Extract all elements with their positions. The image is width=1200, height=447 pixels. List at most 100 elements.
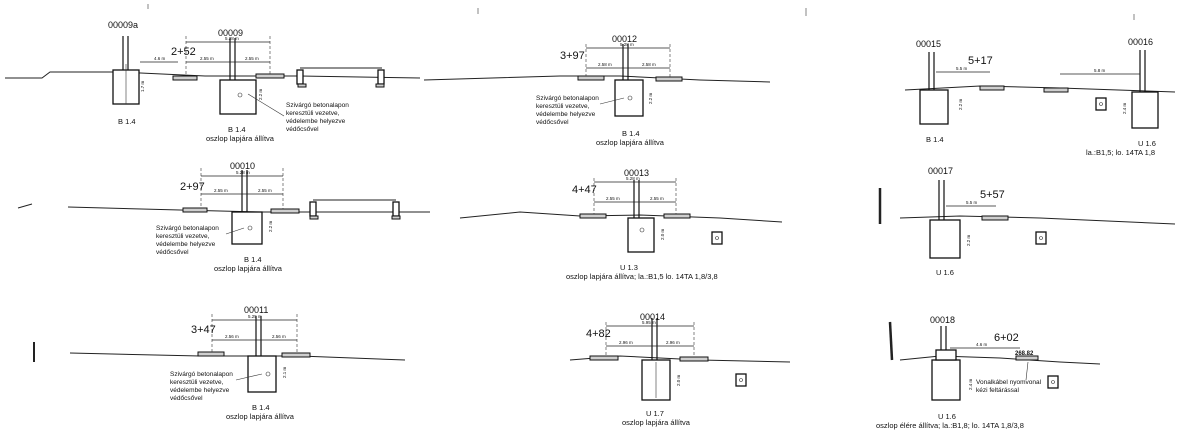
note-00009-3: védelembe helyezve: [286, 118, 346, 125]
note-00010-2: keresztüli vezetve,: [156, 233, 210, 240]
label-id-00015: 00015: [916, 39, 941, 49]
caption-00014: oszlop lapjára állítva: [622, 418, 691, 427]
chainage-00015: 5+17: [968, 55, 993, 67]
type-00009: B 1.4: [228, 125, 246, 134]
depth-00017: 2.2 m: [966, 234, 971, 246]
type-00012: B 1.4: [622, 129, 640, 138]
chainage-00017: 5+57: [980, 189, 1005, 201]
dim-top-00013: 5.28 m: [626, 176, 640, 181]
note-00012-1: Szivárgó betonalapon: [536, 95, 599, 102]
dim-left-00015: 5.5 m: [956, 66, 968, 71]
dim-right-00012: 2.58 m: [642, 62, 656, 67]
dim-right-00009: 2.55 m: [245, 56, 259, 61]
depth-00013: 2.0 m: [660, 228, 665, 240]
depth-00012: 2.2 m: [648, 92, 653, 104]
type-00010: B 1.4: [244, 255, 262, 264]
dim-top-00010: 5.28 m: [236, 170, 250, 175]
type-00016: U 1.6: [1138, 139, 1156, 148]
section-00009: 4.6 m 1.7 m 00009a B 1.4 5.28 m 2.55 m 2…: [5, 20, 421, 143]
label-id-00017: 00017: [928, 166, 953, 176]
caption-00013: oszlop lapjára állítva; la.:B1,5 lo. 14T…: [566, 272, 718, 281]
section-00017: 5.5 m 2.2 m 00017 5+57 U 1.6: [899, 166, 1176, 277]
depth-00016: 2.4 m: [1122, 102, 1127, 114]
type-00018: U 1.6: [938, 412, 956, 421]
note-00011-1: Szivárgó betonalapon: [170, 371, 233, 378]
note-00011-2: keresztüli vezetve,: [170, 379, 224, 386]
type-00011: B 1.4: [252, 403, 270, 412]
dim-left-00012: 2.58 m: [598, 62, 612, 67]
note-00018-1: Vonalkábel nyomvonal: [976, 379, 1042, 386]
note-00009-2: keresztüli vezetve,: [286, 110, 340, 117]
note-00009-4: védőcsővel: [286, 126, 319, 133]
dim-right-00013: 2.55 m: [650, 196, 664, 201]
dim-left-00016: 5.8 m: [1094, 68, 1106, 73]
type-00014: U 1.7: [646, 409, 664, 418]
caption-00012: oszlop lapjára állítva: [596, 138, 665, 147]
dim-left-00013: 2.55 m: [606, 196, 620, 201]
caption-00011: oszlop lapjára állítva: [226, 412, 295, 421]
depth-00010: 2.2 m: [268, 220, 273, 232]
section-00013: 5.28 m 2.55 m 2.55 m 2.0 m 00013 4+47 U …: [459, 168, 783, 281]
section-00018: 4.6 m 2.4 m 00018 6+02 268.82 Vonalkábel…: [876, 315, 1101, 430]
note-00011-3: védelembe helyezve: [170, 387, 230, 394]
caption-00009: oszlop lapjára állítva: [206, 134, 275, 143]
label-id-00016: 00016: [1128, 37, 1153, 47]
note-00009-1: Szivárgó betonalapon: [286, 102, 349, 109]
label-id-00012: 00012: [612, 34, 637, 44]
note-00012-3: védelembe helyezve: [536, 111, 596, 118]
dim-left-00009: 2.55 m: [200, 56, 214, 61]
dim-right-00014: 2.96 m: [666, 340, 680, 345]
dim-top-00012: 5.28 m: [620, 42, 634, 47]
elevation-00018: 268.82: [1015, 351, 1034, 357]
section-00015-00016: 5.5 m 2.2 m 00015 5+17 B 1.4 5.8 m 2.4 m…: [904, 37, 1176, 157]
chainage-00014: 4+82: [586, 328, 611, 340]
sheet-marks: [33, 4, 1135, 362]
dim-top-00011: 5.25 m: [248, 314, 262, 319]
depth-00009a: 1.7 m: [140, 80, 145, 92]
depth-00011: 2.1 m: [282, 366, 287, 378]
note-00011-4: védőcsővel: [170, 395, 203, 402]
label-id-00011: 00011: [244, 305, 268, 315]
note-00010-3: védelembe helyezve: [156, 241, 216, 248]
chainage-00013: 4+47: [572, 184, 597, 196]
dim-left-00017: 5.5 m: [966, 200, 978, 205]
dim-left-00014: 2.96 m: [619, 340, 633, 345]
dim-top-00009: 5.28 m: [225, 36, 239, 41]
depth-00014: 2.0 m: [676, 374, 681, 386]
chainage-00012: 3+97: [560, 50, 585, 62]
depth-00018: 2.4 m: [968, 378, 973, 390]
label-id-00018: 00018: [930, 315, 955, 325]
note-00018-2: kézi feltárással: [976, 387, 1020, 394]
chainage-00018: 6+02: [994, 332, 1019, 344]
section-00010: 5.28 m 2.55 m 2.55 m 2.2 m 00010 2+97 Sz…: [17, 161, 430, 273]
caption-00010: oszlop lapjára állítva: [214, 264, 283, 273]
caption-00016: la.:B1,5; lo. 14TA 1,8: [1086, 148, 1155, 157]
dim-right-00010: 2.55 m: [258, 188, 272, 193]
dim-left-00018: 4.6 m: [976, 342, 988, 347]
dim-top-00014: 5.95 m: [642, 320, 656, 325]
label-id-00009: 00009: [218, 28, 243, 38]
section-00011: 5.25 m 2.56 m 2.56 m 2.1 m 00011 3+47 Sz…: [69, 305, 406, 421]
section-00014: 5.95 m 2.96 m 2.96 m 2.0 m 00014 4+82 U …: [569, 312, 791, 427]
type-00009a: B 1.4: [118, 117, 136, 126]
chainage-00010: 2+97: [180, 181, 205, 193]
dim-right-00011: 2.56 m: [272, 334, 286, 339]
dim-left-00010: 2.55 m: [214, 188, 228, 193]
label-id-00009a: 00009a: [108, 20, 138, 30]
note-00010-4: védőcsővel: [156, 249, 189, 256]
note-00012-4: védőcsővel: [536, 119, 569, 126]
chainage-00009: 2+52: [171, 46, 196, 58]
dim-left-00009a: 4.6 m: [154, 56, 166, 61]
type-00017: U 1.6: [936, 268, 954, 277]
depth-00009: 2.2 m: [258, 88, 263, 100]
label-id-00014: 00014: [640, 312, 665, 322]
type-00013: U 1.3: [620, 263, 638, 272]
caption-00018: oszlop élére állítva; la.:B1,8; lo. 14TA…: [876, 421, 1024, 430]
note-00012-2: keresztüli vezetve,: [536, 103, 590, 110]
label-id-00013: 00013: [624, 168, 649, 178]
depth-00015: 2.2 m: [958, 98, 963, 110]
chainage-00011: 3+47: [191, 324, 216, 336]
dim-left-00011: 2.56 m: [225, 334, 239, 339]
note-00010-1: Szivárgó betonalapon: [156, 225, 219, 232]
